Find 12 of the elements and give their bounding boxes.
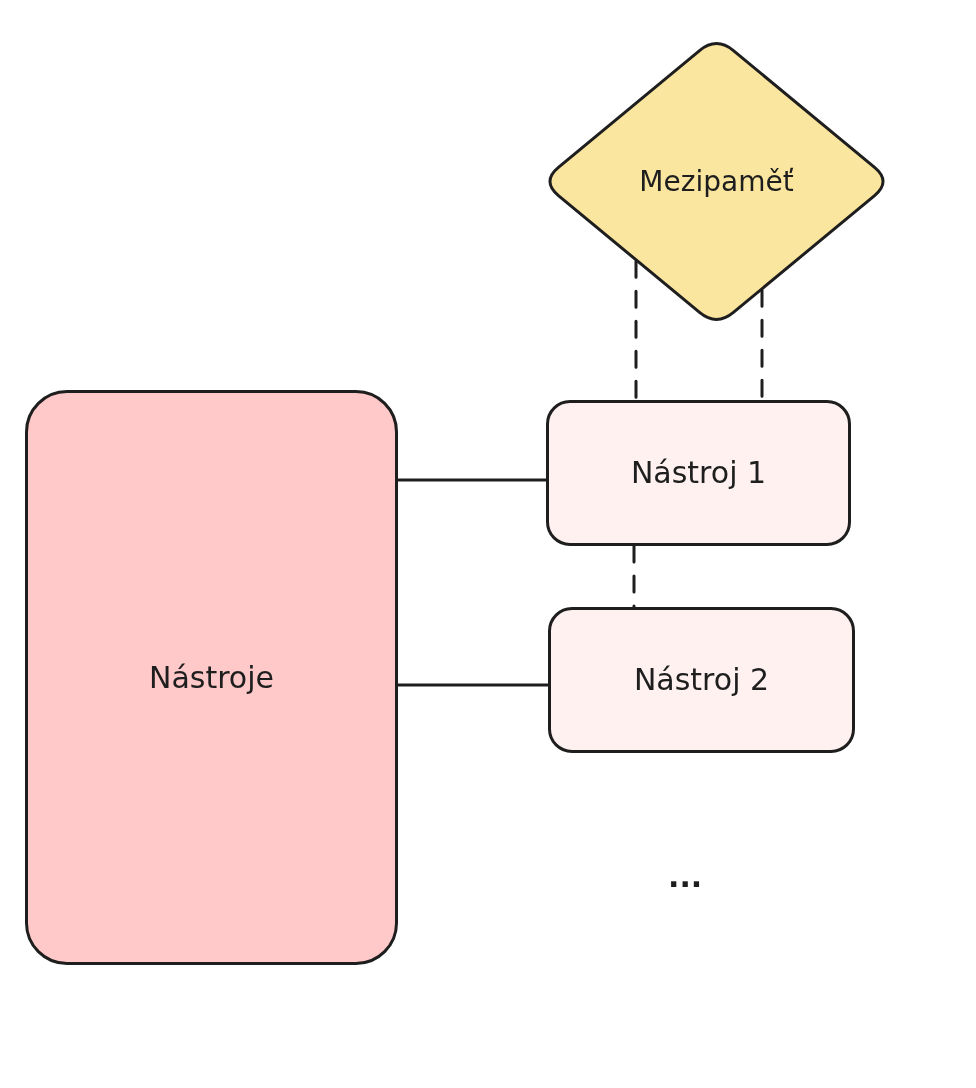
node-label: Nástroj 2 xyxy=(633,662,770,698)
node-label: Mezipaměť xyxy=(639,164,794,199)
connector-line xyxy=(396,683,550,687)
process-box xyxy=(548,607,855,753)
dashed-connector xyxy=(634,259,638,402)
ellipsis-label: ... xyxy=(668,862,703,892)
process-box xyxy=(546,400,851,546)
node-label: Nástroje xyxy=(148,659,274,696)
node-label: Nástroj 1 xyxy=(630,455,767,491)
dashed-connector xyxy=(632,544,636,609)
process-box xyxy=(25,390,398,965)
connector-line xyxy=(396,478,548,482)
